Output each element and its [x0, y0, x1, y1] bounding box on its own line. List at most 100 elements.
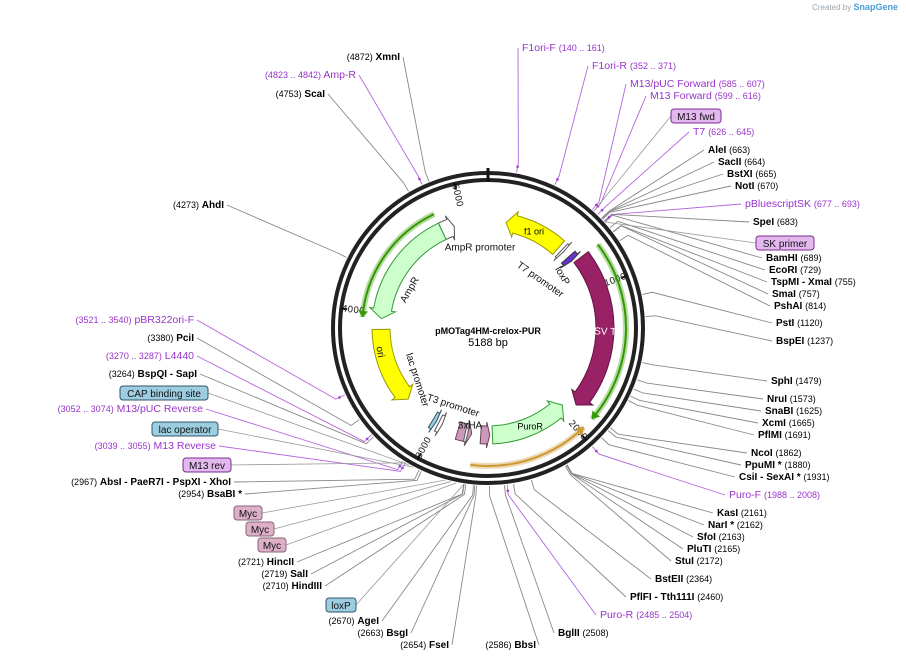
enzyme-alei[interactable]: AleI (663) [708, 145, 750, 156]
site-position: (2719) [261, 569, 287, 579]
primer-mark [607, 215, 611, 219]
feature-loxp-1[interactable] [560, 250, 581, 269]
site-name: SfoI [697, 532, 716, 543]
primer-mark [338, 395, 341, 399]
enzyme-fsei[interactable]: (2654) FseI [400, 640, 449, 651]
enzyme-nrui[interactable]: NruI (1573) [767, 394, 816, 405]
enzyme-smai[interactable]: SmaI (757) [772, 289, 820, 300]
feature-ori[interactable] [371, 328, 414, 401]
enzyme-stui[interactable]: StuI (2172) [675, 556, 723, 567]
enzyme-pcii[interactable]: (3380) PciI [147, 333, 194, 344]
feature-t7-promoter[interactable] [553, 241, 573, 262]
site-position: (1479) [795, 376, 821, 386]
site-name: M13/pUC Reverse [117, 403, 204, 415]
feature-ampr[interactable] [368, 222, 447, 320]
enzyme-hindiii[interactable]: (2710) HindIII [263, 581, 323, 592]
enzyme-scai[interactable]: (4753) ScaI [276, 89, 326, 100]
leader-m13-puc-rev [205, 408, 404, 471]
enzyme-bstxi[interactable]: BstXI (665) [727, 169, 776, 180]
primer-m13-rev[interactable]: (3039 .. 3055) M13 Reverse [95, 440, 217, 452]
feature-hsv-tk[interactable] [570, 251, 615, 406]
leader-bspei [645, 315, 773, 342]
enzyme-pshai[interactable]: PshAI (814) [774, 301, 826, 312]
primer-f1ori-r[interactable]: F1ori-R (352 .. 371) [592, 60, 676, 72]
plasmid-name: pMOTag4HM-crelox-PUR [435, 326, 541, 336]
site-name: HincII [267, 557, 294, 568]
box-loxp-box[interactable] [325, 597, 357, 613]
enzyme-absi[interactable]: (2967) AbsI - PaeR7I - PspXI - XhoI [71, 477, 231, 488]
enzyme-bbsi[interactable]: (2586) BbsI [486, 640, 537, 651]
primer-f1ori-f[interactable]: F1ori-F (140 .. 161) [522, 42, 605, 54]
feature-label-hsv-tk: HSV TK [587, 326, 624, 338]
box-lac-operator[interactable] [151, 421, 219, 437]
enzyme-agei[interactable]: (2670) AgeI [329, 616, 380, 627]
site-name: BbsI [514, 640, 536, 651]
site-name: HindIII [291, 581, 322, 592]
enzyme-snabi[interactable]: SnaBI (1625) [765, 406, 822, 417]
enzyme-spei[interactable]: SpeI (683) [753, 217, 798, 228]
enzyme-pflmi[interactable]: PflMI (1691) [758, 430, 811, 441]
box-myc-1[interactable] [233, 505, 263, 521]
enzyme-bspei[interactable]: BspEI (1237) [776, 336, 833, 347]
feature-f1-ori[interactable] [505, 210, 566, 256]
feature-ampr-promoter[interactable] [437, 215, 456, 241]
enzyme-ncoi[interactable]: NcoI (1862) [751, 448, 801, 459]
primer-amp-r[interactable]: (4823 .. 4842) Amp-R [265, 69, 356, 81]
leader-myc-3 [285, 482, 457, 546]
enzyme-sacii[interactable]: SacII (664) [718, 157, 765, 168]
primer-l4440[interactable]: (3270 .. 3287) L4440 [106, 350, 194, 362]
leader-nari [566, 464, 705, 526]
enzyme-nari[interactable]: NarI * (2162) [708, 520, 763, 531]
enzyme-xmni[interactable]: (4872) XmnI [347, 52, 400, 63]
primer-pbr322ori-f[interactable]: (3521 .. 3540) pBR322ori-F [76, 314, 195, 326]
feature-3xha[interactable] [479, 421, 491, 449]
box-cap-binding-site[interactable] [119, 385, 209, 401]
enzyme-csii[interactable]: CsiI - SexAI * (1931) [739, 472, 830, 483]
primer-pbluescriptsk[interactable]: pBluescriptSK (677 .. 693) [745, 198, 860, 210]
primer-mark [594, 449, 598, 453]
site-name: M13 Reverse [154, 440, 217, 452]
enzyme-tspmi[interactable]: TspMI - XmaI (755) [771, 277, 856, 288]
site-name: BsgI [386, 628, 408, 639]
feature-cap-block[interactable] [427, 409, 443, 433]
enzyme-ecori[interactable]: EcoRI (729) [769, 265, 821, 276]
feature-t3-promoter[interactable] [462, 420, 471, 446]
primer-m13-puc-rev[interactable]: (3052 .. 3074) M13/pUC Reverse [58, 403, 203, 415]
box-sk-primer-box[interactable] [755, 235, 815, 251]
primer-t7[interactable]: T7 (626 .. 645) [693, 126, 754, 138]
site-position: (2721) [238, 557, 264, 567]
primer-puro-r[interactable]: Puro-R (2485 .. 2504) [600, 609, 692, 621]
site-position: (352 .. 371) [630, 61, 676, 71]
enzyme-bsgi[interactable]: (2663) BsgI [358, 628, 409, 639]
enzyme-noti[interactable]: NotI (670) [735, 181, 778, 192]
site-position: (3264) [109, 369, 135, 379]
site-position: (2163) [719, 532, 745, 542]
primer-m13-puc-forward[interactable]: M13/pUC Forward (585 .. 607) [630, 78, 765, 90]
enzyme-ppumi[interactable]: PpuMI * (1880) [745, 460, 810, 471]
primer-mark [365, 437, 369, 441]
enzyme-bspqi[interactable]: (3264) BspQI - SapI [109, 369, 197, 380]
enzyme-pluti[interactable]: PluTI (2165) [687, 544, 740, 555]
enzyme-bsteii[interactable]: BstEII (2364) [655, 574, 712, 585]
enzyme-bsabi[interactable]: (2954) BsaBI * [178, 489, 242, 500]
enzyme-psti[interactable]: PstI (1120) [776, 318, 822, 329]
box-m13-fwd-box[interactable] [670, 108, 722, 124]
enzyme-pflfi[interactable]: PflFI - Tth111I (2460) [630, 592, 723, 603]
leader-sacii [601, 161, 715, 219]
enzyme-sphi[interactable]: SphI (1479) [771, 376, 821, 387]
enzyme-bglii[interactable]: BglII (2508) [558, 628, 608, 639]
primer-puro-f[interactable]: Puro-F (1988 .. 2008) [729, 489, 820, 501]
feature-lac-promoter[interactable] [433, 412, 448, 437]
enzyme-kasi[interactable]: KasI (2161) [717, 508, 767, 519]
feature-puror[interactable] [491, 400, 565, 445]
box-m13-rev-box[interactable] [182, 457, 232, 473]
enzyme-xcmi[interactable]: XcmI (1665) [762, 418, 815, 429]
enzyme-bamhi[interactable]: BamHI (689) [766, 253, 821, 264]
enzyme-sfoi[interactable]: SfoI (2163) [697, 532, 745, 543]
enzyme-hincii[interactable]: (2721) HincII [238, 557, 294, 568]
enzyme-sali[interactable]: (2719) SalI [261, 569, 308, 580]
box-myc-3[interactable] [257, 537, 287, 553]
enzyme-ahdi[interactable]: (4273) AhdI [173, 200, 224, 211]
primer-m13-forward[interactable]: M13 Forward (599 .. 616) [650, 90, 761, 102]
box-myc-2[interactable] [245, 521, 275, 537]
